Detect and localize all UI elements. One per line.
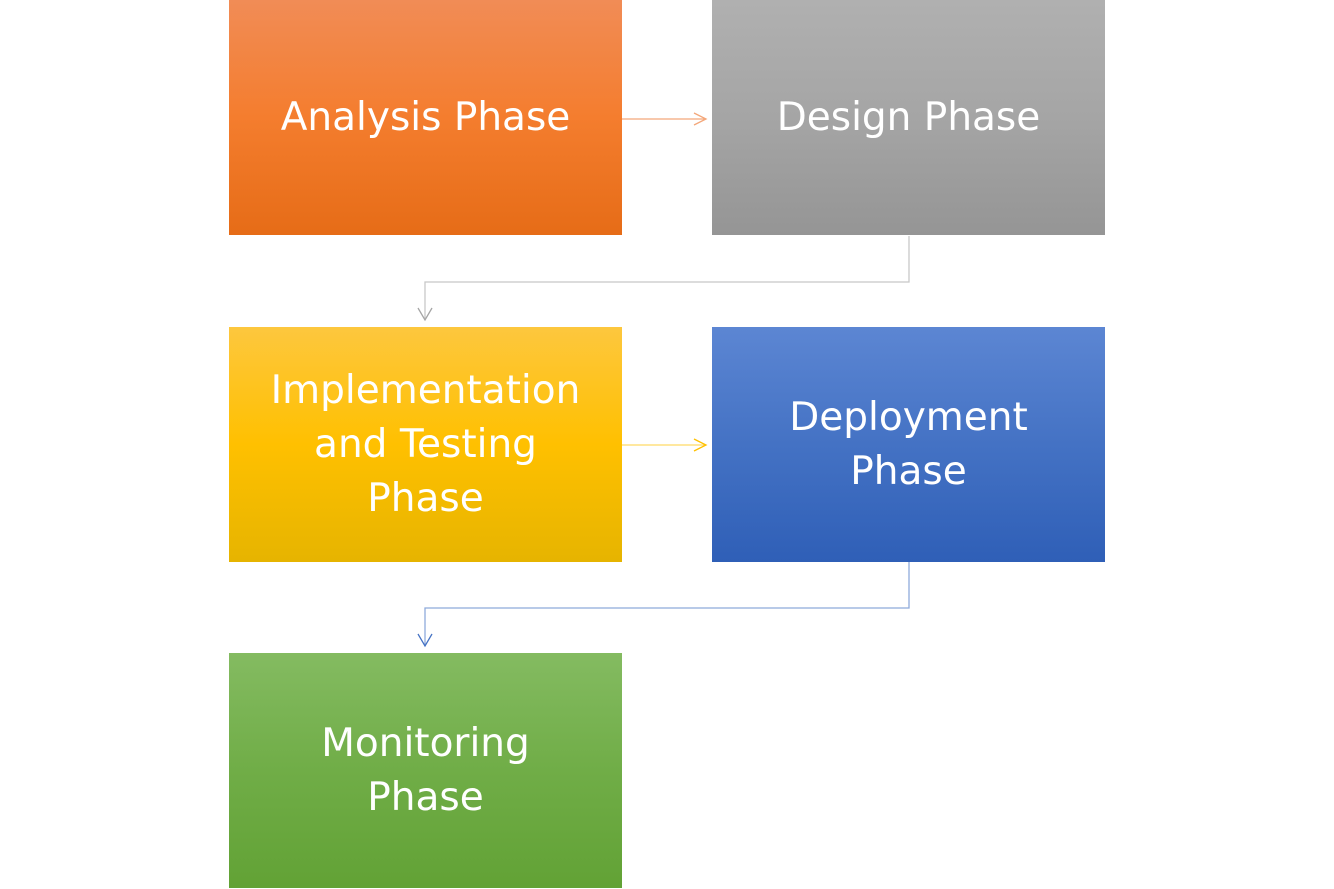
node-monitoring-phase: Monitoring Phase xyxy=(229,653,622,888)
node-design-phase: Design Phase xyxy=(712,0,1105,235)
node-label: Deployment Phase xyxy=(789,394,1028,494)
edge-analysis-to-design xyxy=(622,112,708,126)
edge-deployment-to-monitoring xyxy=(417,562,910,648)
node-label: Monitoring Phase xyxy=(321,720,530,820)
node-label: Implementation and Testing Phase xyxy=(270,367,581,521)
node-deployment-phase: Deployment Phase xyxy=(712,327,1105,562)
edge-design-to-implementation xyxy=(417,236,910,322)
node-label: Analysis Phase xyxy=(280,94,571,140)
node-label: Design Phase xyxy=(776,94,1041,140)
node-implementation-testing-phase: Implementation and Testing Phase xyxy=(229,327,622,562)
edge-implementation-to-deployment xyxy=(622,438,708,452)
node-analysis-phase: Analysis Phase xyxy=(229,0,622,235)
